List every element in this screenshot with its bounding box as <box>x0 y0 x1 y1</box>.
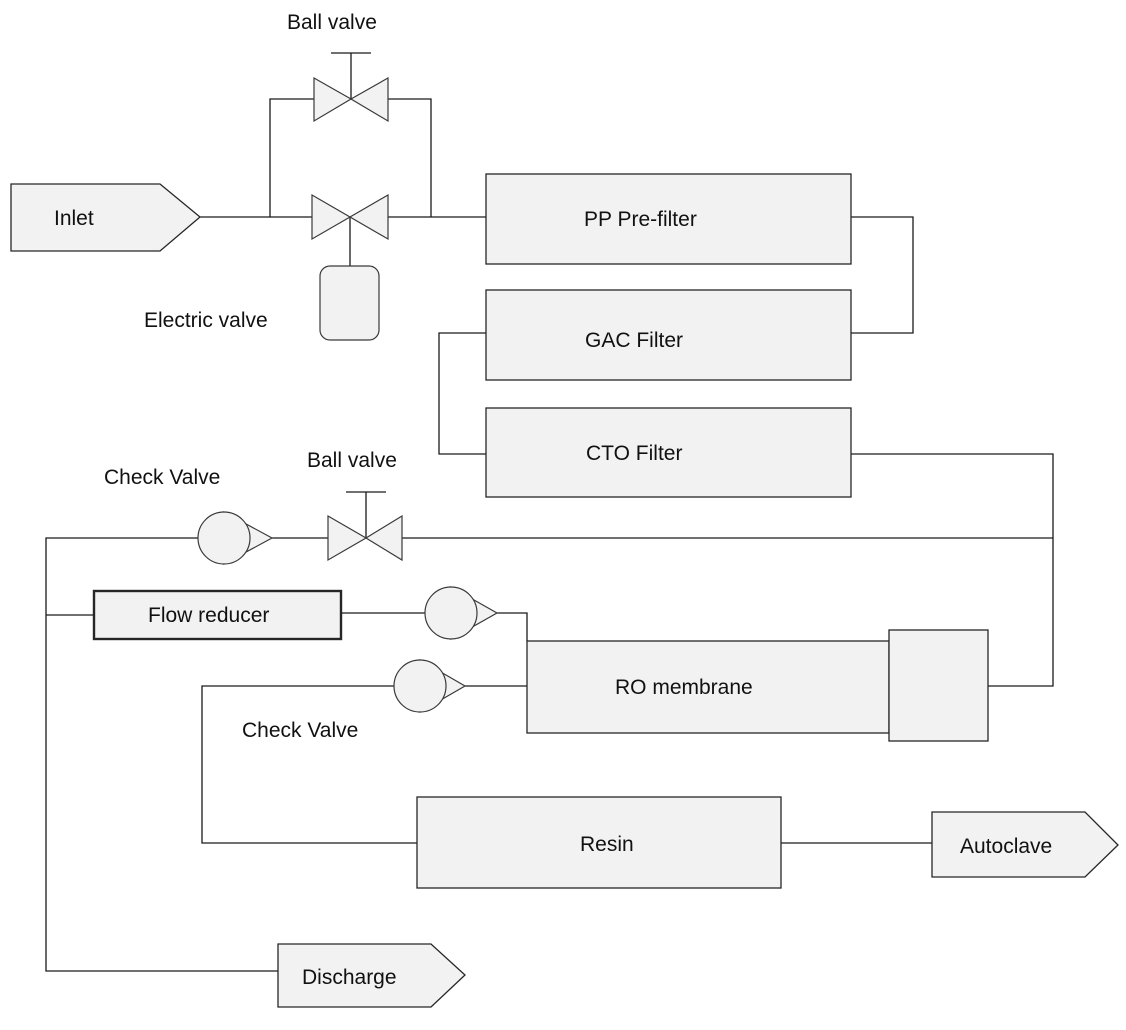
flow-reducer-label: Flow reducer <box>148 604 269 627</box>
pp-prefilter-box <box>485 173 852 265</box>
cto-filter-label: CTO Filter <box>586 442 682 465</box>
check-valve-permeate-icon <box>393 658 467 714</box>
check-valve-bottom-label: Check Valve <box>242 719 358 742</box>
check-valve-reducer-icon <box>424 585 499 641</box>
gac-filter-box <box>485 289 852 381</box>
discharge-label: Discharge <box>302 966 397 989</box>
ro-membrane-box <box>526 640 890 734</box>
ball-valve-top-label: Ball valve <box>287 11 377 34</box>
inlet-label: Inlet <box>54 207 94 230</box>
electric-valve-icon <box>311 193 389 241</box>
electric-valve-label: Electric valve <box>144 309 268 332</box>
ro-membrane-endcap <box>888 629 989 742</box>
ball-valve-mid-label: Ball valve <box>307 449 397 472</box>
inlet-arrow-icon <box>10 183 202 252</box>
resin-label: Resin <box>580 833 634 856</box>
piping <box>45 52 1054 972</box>
cto-filter-box <box>485 407 852 498</box>
ball-valve-icon <box>313 76 389 123</box>
gac-filter-label: GAC Filter <box>585 329 683 352</box>
electric-actuator-icon <box>319 265 380 341</box>
check-valve-top-label: Check Valve <box>104 466 220 489</box>
autoclave-arrow-icon <box>931 811 1119 878</box>
check-valve-icon <box>197 510 274 566</box>
ro-membrane-label: RO membrane <box>615 676 753 699</box>
resin-box <box>416 796 782 889</box>
flow-reducer-box <box>92 589 343 641</box>
ball-valve-mid-icon <box>327 514 403 562</box>
discharge-arrow-icon <box>277 943 466 1008</box>
autoclave-label: Autoclave <box>960 835 1052 858</box>
pp-prefilter-label: PP Pre-filter <box>584 208 697 231</box>
